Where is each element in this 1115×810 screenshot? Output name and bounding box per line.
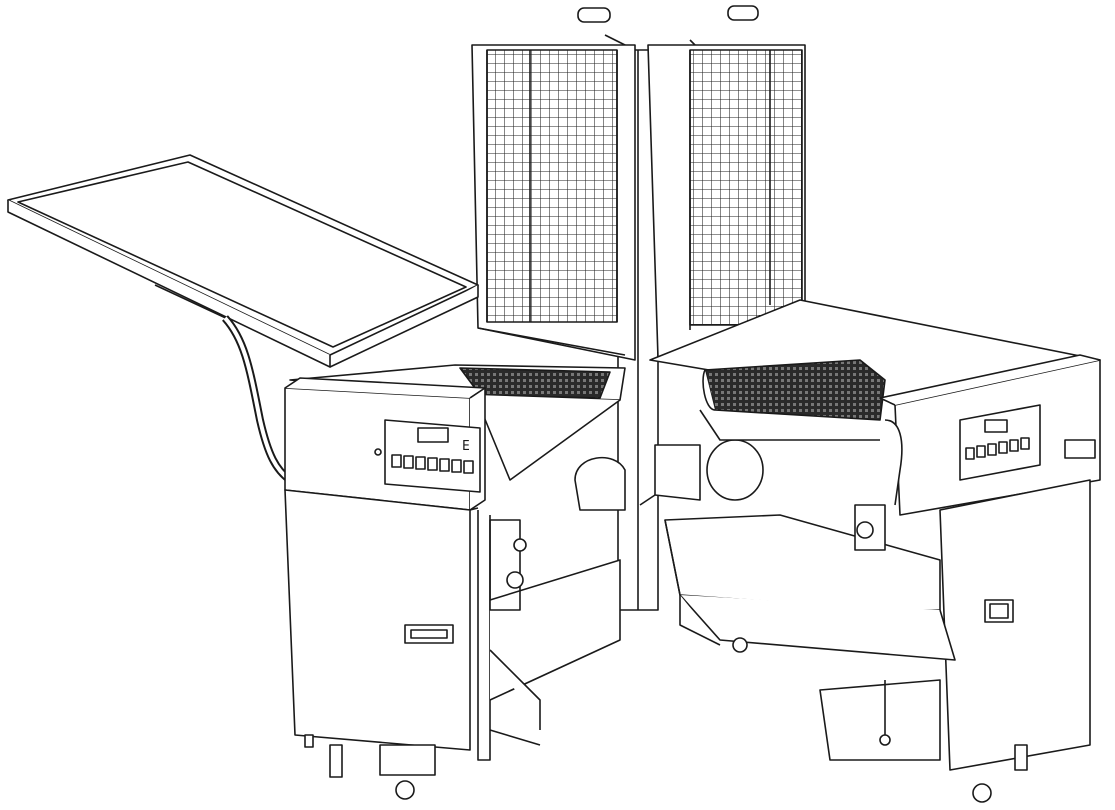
left-keypad (391, 454, 474, 474)
right-mesh-grid (689, 49, 803, 326)
right-keypad (965, 437, 1030, 460)
right-label-plate (1064, 439, 1096, 459)
left-caster (395, 780, 415, 800)
hinged-lid-tray (7, 154, 479, 368)
left-mesh-grid (486, 49, 618, 323)
left-display (417, 427, 449, 443)
center-pumps (574, 439, 764, 511)
left-vat-top (289, 364, 626, 481)
right-leg (1014, 744, 1028, 771)
left-vat-grate (459, 367, 611, 399)
right-mesh-panel (647, 44, 806, 359)
left-display-text: E (462, 439, 470, 454)
left-mesh-panel (471, 44, 636, 361)
right-control-panel (959, 404, 1041, 481)
right-fryer-cabinet (879, 354, 1101, 803)
left-control-panel: E (374, 419, 481, 493)
right-drain-pan (664, 419, 956, 761)
left-fryer-cabinet: E (284, 377, 486, 800)
left-internal-frame (477, 510, 621, 761)
left-leg (329, 744, 343, 778)
right-caster (972, 783, 992, 803)
right-display (984, 419, 1008, 433)
left-top-cap (577, 7, 611, 23)
right-vat-grate (704, 359, 886, 421)
right-top-cap (727, 5, 759, 21)
